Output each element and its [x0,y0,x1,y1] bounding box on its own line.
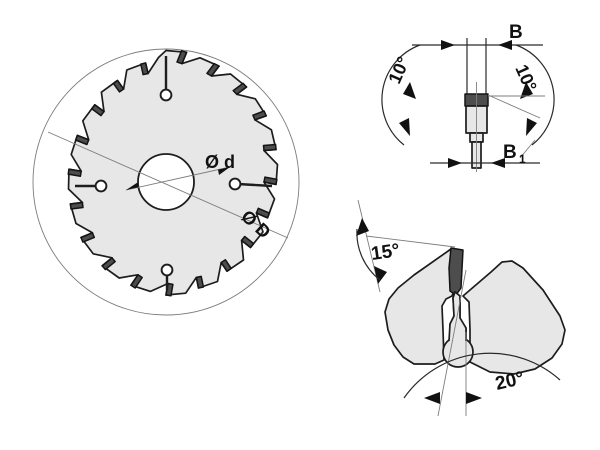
rake-angle-arc [356,228,381,281]
hook-arrow-left [424,392,440,404]
right-angle-arc [515,44,555,146]
tip-leader-lower [487,94,541,119]
carbide-tip [140,62,149,76]
carbide-tip [263,176,278,186]
b-dim-arrow-left [441,40,455,50]
hook-reference-line [437,269,467,417]
hook-angle-arc [403,352,561,399]
width-b1-subscript: 1 [519,152,526,166]
b-dim-arrow-right [498,40,512,50]
width-b-dimension: B [412,22,543,120]
carbide-tip [176,50,188,65]
carbide-tip [69,201,84,210]
expansion-slot-group [75,56,273,290]
carbide-tip [91,104,105,117]
outer-envelope-construction-circle [32,48,300,316]
carbide-tip [206,62,220,77]
right-arc-arrow-lower [526,118,537,136]
hook-arrow-right [466,392,482,404]
profile-carbide-tip [448,247,464,296]
left-arc-arrow-lower [399,118,410,136]
expansion-slot [228,177,273,191]
carbide-tip [74,134,90,146]
left-tooth-body [384,248,456,365]
bore-diameter-label: Ø d [205,152,235,172]
carbide-tip [232,82,248,96]
width-b-label: B [509,22,523,43]
b1-dim-arrow-left [448,158,462,168]
width-b1-dimension: B 1 [430,139,540,168]
expansion-slot [159,56,173,102]
carbide-tip [112,79,125,93]
tooth-profile-view: 15° 20° [356,199,566,417]
left-angle-arc [381,44,421,146]
carbide-tip-group [67,50,278,297]
bore-diameter-dimension: Ø d [125,152,235,191]
carbide-tip [67,168,82,177]
rake-arrow-upper [356,218,369,236]
rake-arrow-lower [374,266,387,284]
right-arc-arrow-upper [520,82,533,99]
blade-face-view: Ø d Ø D [32,48,300,316]
b1-leader-line [519,139,536,159]
expansion-slot [160,263,174,290]
bore-dim-arrow-right [218,167,230,175]
carbide-tip [255,207,271,219]
carbide-tip [220,259,232,272]
carbide-tip [262,143,277,152]
width-b1-label: B [503,142,517,163]
carbide-tip [252,110,267,121]
carbide-tip [240,235,255,249]
b1-dim-arrow-right [491,158,505,168]
left-arc-arrow-upper [403,82,416,99]
rake-angle-label: 15° [370,240,401,265]
rake-angle-dimension: 15° [356,199,456,293]
carbide-tip [130,274,143,289]
carbide-tip [195,275,205,289]
carbide-tip [80,232,96,243]
bore-dim-arrow-left [126,182,138,190]
carbide-tip [101,257,116,271]
rake-horizontal-line [365,235,456,248]
bore-hole [137,153,195,211]
expansion-slot [75,179,108,193]
